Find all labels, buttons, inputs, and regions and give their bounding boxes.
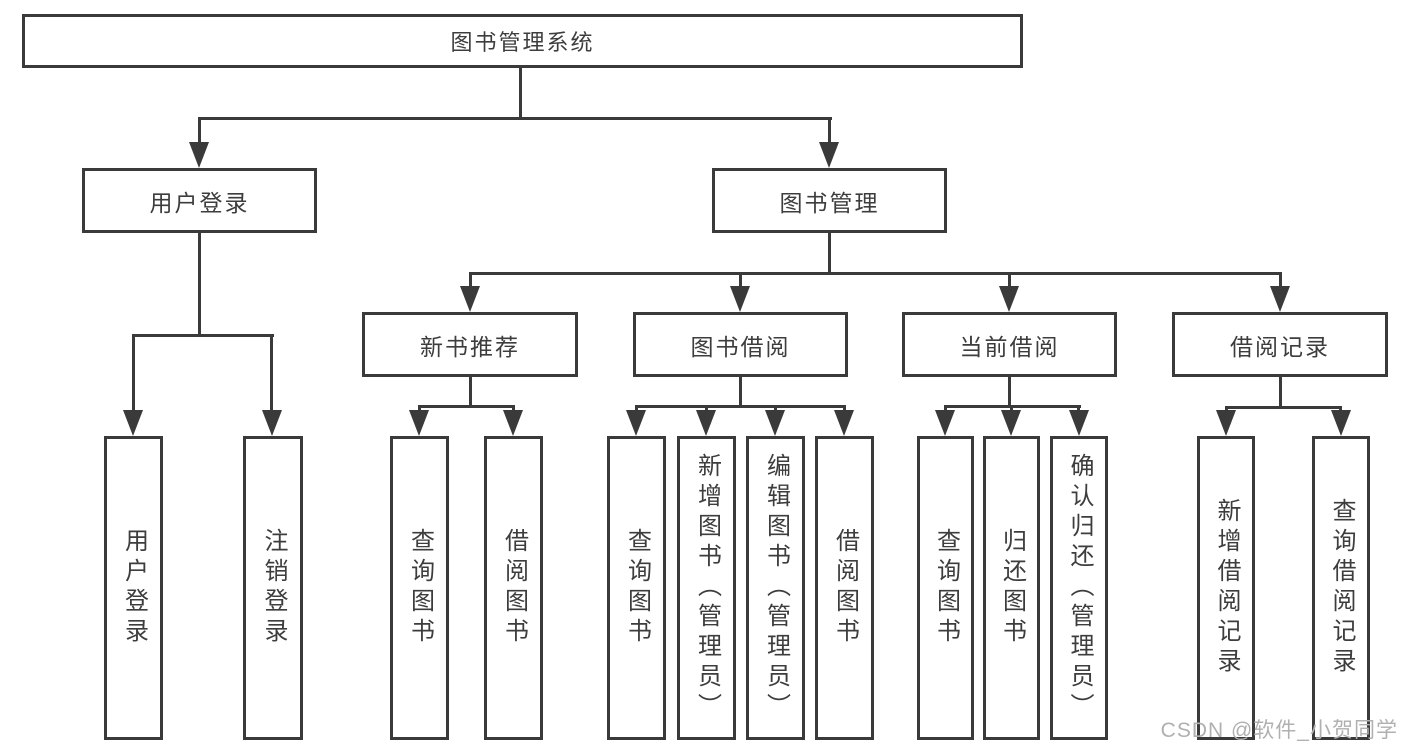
node-current-borrow-label: 当前借阅 <box>959 333 1060 360</box>
node-current-borrow: 当前借阅 <box>902 312 1117 377</box>
leaf-user-login-label: 用户登录 <box>120 528 148 648</box>
connector-current-stem <box>1008 377 1011 406</box>
arrow-down-to-new-book-recommend <box>460 286 480 312</box>
connector-borrow-stem <box>739 377 742 406</box>
connector-book-mgmt-drop-4 <box>1279 272 1282 288</box>
leaf-edit-book-admin-label: 编辑图书（管理员） <box>762 453 790 723</box>
node-book-management: 图书管理 <box>712 168 947 233</box>
node-book-management-label: 图书管理 <box>779 189 880 216</box>
leaf-confirm-return-admin: 确认归还（管理员） <box>1050 436 1108 740</box>
connector-recommend-bar <box>418 405 515 408</box>
leaf-query-borrow-record-label: 查询借阅记录 <box>1328 498 1355 678</box>
connector-user-login-bar <box>132 334 274 337</box>
arrow-down-current-return <box>1001 410 1021 436</box>
leaf-borrow-query-books: 查询图书 <box>607 436 666 740</box>
leaf-recommend-query-books-label: 查询图书 <box>406 528 434 648</box>
arrow-down-borrow-borrow <box>834 410 854 436</box>
node-user-login-label: 用户登录 <box>149 189 250 216</box>
leaf-logout-label: 注销登录 <box>260 528 287 648</box>
connector-user-login-drop-left <box>132 334 135 412</box>
leaf-recommend-borrow-books-label: 借阅图书 <box>500 528 528 648</box>
leaf-return-book: 归还图书 <box>983 436 1040 740</box>
arrow-down-to-book-borrow <box>730 286 750 312</box>
arrow-down-recommend-borrow <box>503 410 523 436</box>
leaf-add-book-admin: 新增图书（管理员） <box>677 436 736 740</box>
connector-book-mgmt-drop-2 <box>739 272 742 288</box>
leaf-current-query-books-label: 查询图书 <box>932 528 960 648</box>
connector-recommend-stem <box>469 377 472 406</box>
node-borrow-records-label: 借阅记录 <box>1230 333 1330 360</box>
leaf-borrow-borrow-books: 借阅图书 <box>815 436 874 740</box>
connector-user-login-drop-right <box>270 334 273 412</box>
connector-records-drop-1 <box>1225 406 1228 413</box>
connector-user-login-stem <box>198 233 201 335</box>
arrow-down-borrow-edit <box>765 410 785 436</box>
node-book-borrow: 图书借阅 <box>633 312 848 377</box>
node-new-book-recommend: 新书推荐 <box>362 312 578 377</box>
leaf-user-login: 用户登录 <box>104 436 163 740</box>
connector-borrow-drop-4 <box>843 405 846 413</box>
leaf-borrow-borrow-books-label: 借阅图书 <box>831 528 859 648</box>
connector-current-drop-2 <box>1010 405 1013 413</box>
leaf-borrow-query-books-label: 查询图书 <box>623 528 651 648</box>
arrow-down-to-book-management <box>819 142 839 168</box>
arrow-down-to-user-login <box>189 142 209 168</box>
leaf-logout: 注销登录 <box>243 436 303 740</box>
connector-current-drop-1 <box>944 405 947 413</box>
node-new-book-recommend-label: 新书推荐 <box>420 333 520 360</box>
connector-records-bar <box>1225 406 1342 409</box>
arrow-down-records-add <box>1216 410 1236 436</box>
connector-root-drop-right <box>828 117 831 147</box>
connector-book-mgmt-stem <box>828 233 831 274</box>
arrow-down-to-borrow-records <box>1270 286 1290 312</box>
connector-root-stem <box>519 68 522 118</box>
arrow-down-to-current-borrow <box>999 286 1019 312</box>
connector-borrow-drop-3 <box>774 405 777 413</box>
leaf-add-borrow-record: 新增借阅记录 <box>1197 436 1255 740</box>
node-user-login: 用户登录 <box>82 168 317 233</box>
arrow-down-current-confirm <box>1069 410 1089 436</box>
connector-recommend-drop-2 <box>512 405 515 413</box>
connector-root-drop-left <box>198 117 201 147</box>
connector-book-mgmt-drop-3 <box>1008 272 1011 288</box>
arrow-down-records-query <box>1331 410 1351 436</box>
node-root: 图书管理系统 <box>22 14 1023 68</box>
leaf-return-book-label: 归还图书 <box>998 528 1026 648</box>
arrow-down-current-query <box>935 410 955 436</box>
connector-records-drop-2 <box>1339 406 1342 413</box>
leaf-query-borrow-record: 查询借阅记录 <box>1312 436 1370 740</box>
leaf-current-query-books: 查询图书 <box>917 436 974 740</box>
arrow-down-recommend-query <box>409 410 429 436</box>
arrow-down-to-leaf-user-login <box>123 410 143 436</box>
connector-borrow-drop-2 <box>705 405 708 413</box>
leaf-add-book-admin-label: 新增图书（管理员） <box>693 453 721 723</box>
leaf-confirm-return-admin-label: 确认归还（管理员） <box>1066 453 1093 723</box>
node-root-label: 图书管理系统 <box>450 30 595 55</box>
arrow-down-to-leaf-logout <box>262 410 282 436</box>
leaf-recommend-borrow-books: 借阅图书 <box>484 436 543 740</box>
leaf-recommend-query-books: 查询图书 <box>390 436 449 740</box>
connector-borrow-drop-1 <box>635 405 638 413</box>
node-borrow-records: 借阅记录 <box>1172 312 1388 377</box>
arrow-down-borrow-add <box>696 410 716 436</box>
connector-borrow-bar <box>635 405 845 408</box>
leaf-edit-book-admin: 编辑图书（管理员） <box>746 436 805 740</box>
leaf-add-borrow-record-label: 新增借阅记录 <box>1213 498 1240 678</box>
connector-records-stem <box>1279 377 1282 407</box>
connector-recommend-drop-1 <box>418 405 421 413</box>
connector-book-mgmt-bar <box>469 272 1281 275</box>
connector-book-mgmt-drop-1 <box>469 272 472 288</box>
arrow-down-borrow-query <box>626 410 646 436</box>
connector-current-drop-3 <box>1077 405 1080 413</box>
csdn-watermark: CSDN @软件_小贺同学 <box>1160 719 1398 742</box>
node-book-borrow-label: 图书借阅 <box>690 333 791 360</box>
connector-root-bar <box>198 117 832 120</box>
